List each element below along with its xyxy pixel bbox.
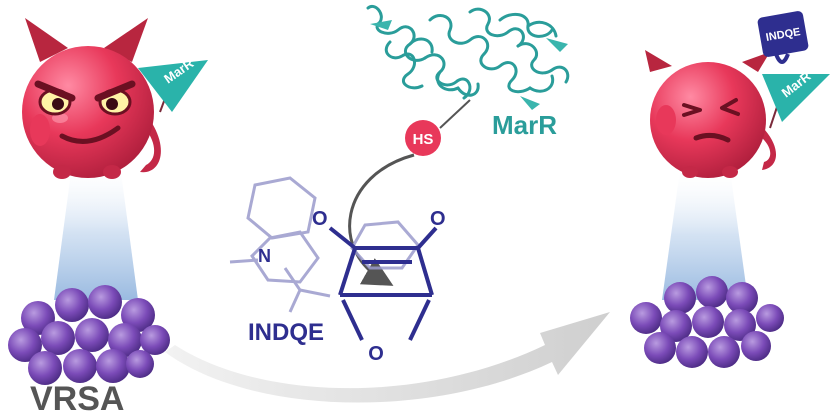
atom-oxygen-bridge: O <box>368 343 384 365</box>
left-devil-character <box>22 18 161 179</box>
indqe-faded-rings <box>229 176 420 313</box>
right-spotlight-beam <box>662 170 748 300</box>
atom-oxygen-right: O <box>430 208 446 230</box>
marr-protein-strands <box>370 20 568 110</box>
right-devil-character <box>645 50 777 178</box>
thiol-label: HS <box>413 131 434 148</box>
left-bacteria-cluster <box>8 285 170 385</box>
marr-label: MarR <box>492 110 557 140</box>
atom-nitrogen: N <box>258 246 271 266</box>
indqe-tag-label: INDQE <box>765 26 801 44</box>
nucleophilic-attack-arrow <box>348 153 415 286</box>
thiol-circle <box>405 120 441 156</box>
atom-oxygen-left: O <box>312 208 328 230</box>
right-marr-flag: MarR <box>762 68 830 129</box>
transition-arrow <box>165 312 610 403</box>
vrsa-label: VRSA <box>30 380 124 417</box>
left-spotlight-beam <box>54 165 138 300</box>
marr-protein-structure <box>366 5 570 100</box>
thiol-tether <box>439 99 471 129</box>
indqe-label: INDQE <box>248 319 324 346</box>
indqe-core-structure <box>328 226 438 341</box>
right-bacteria-cluster <box>630 276 784 368</box>
indqe-bound-tag: INDQE <box>757 11 809 64</box>
